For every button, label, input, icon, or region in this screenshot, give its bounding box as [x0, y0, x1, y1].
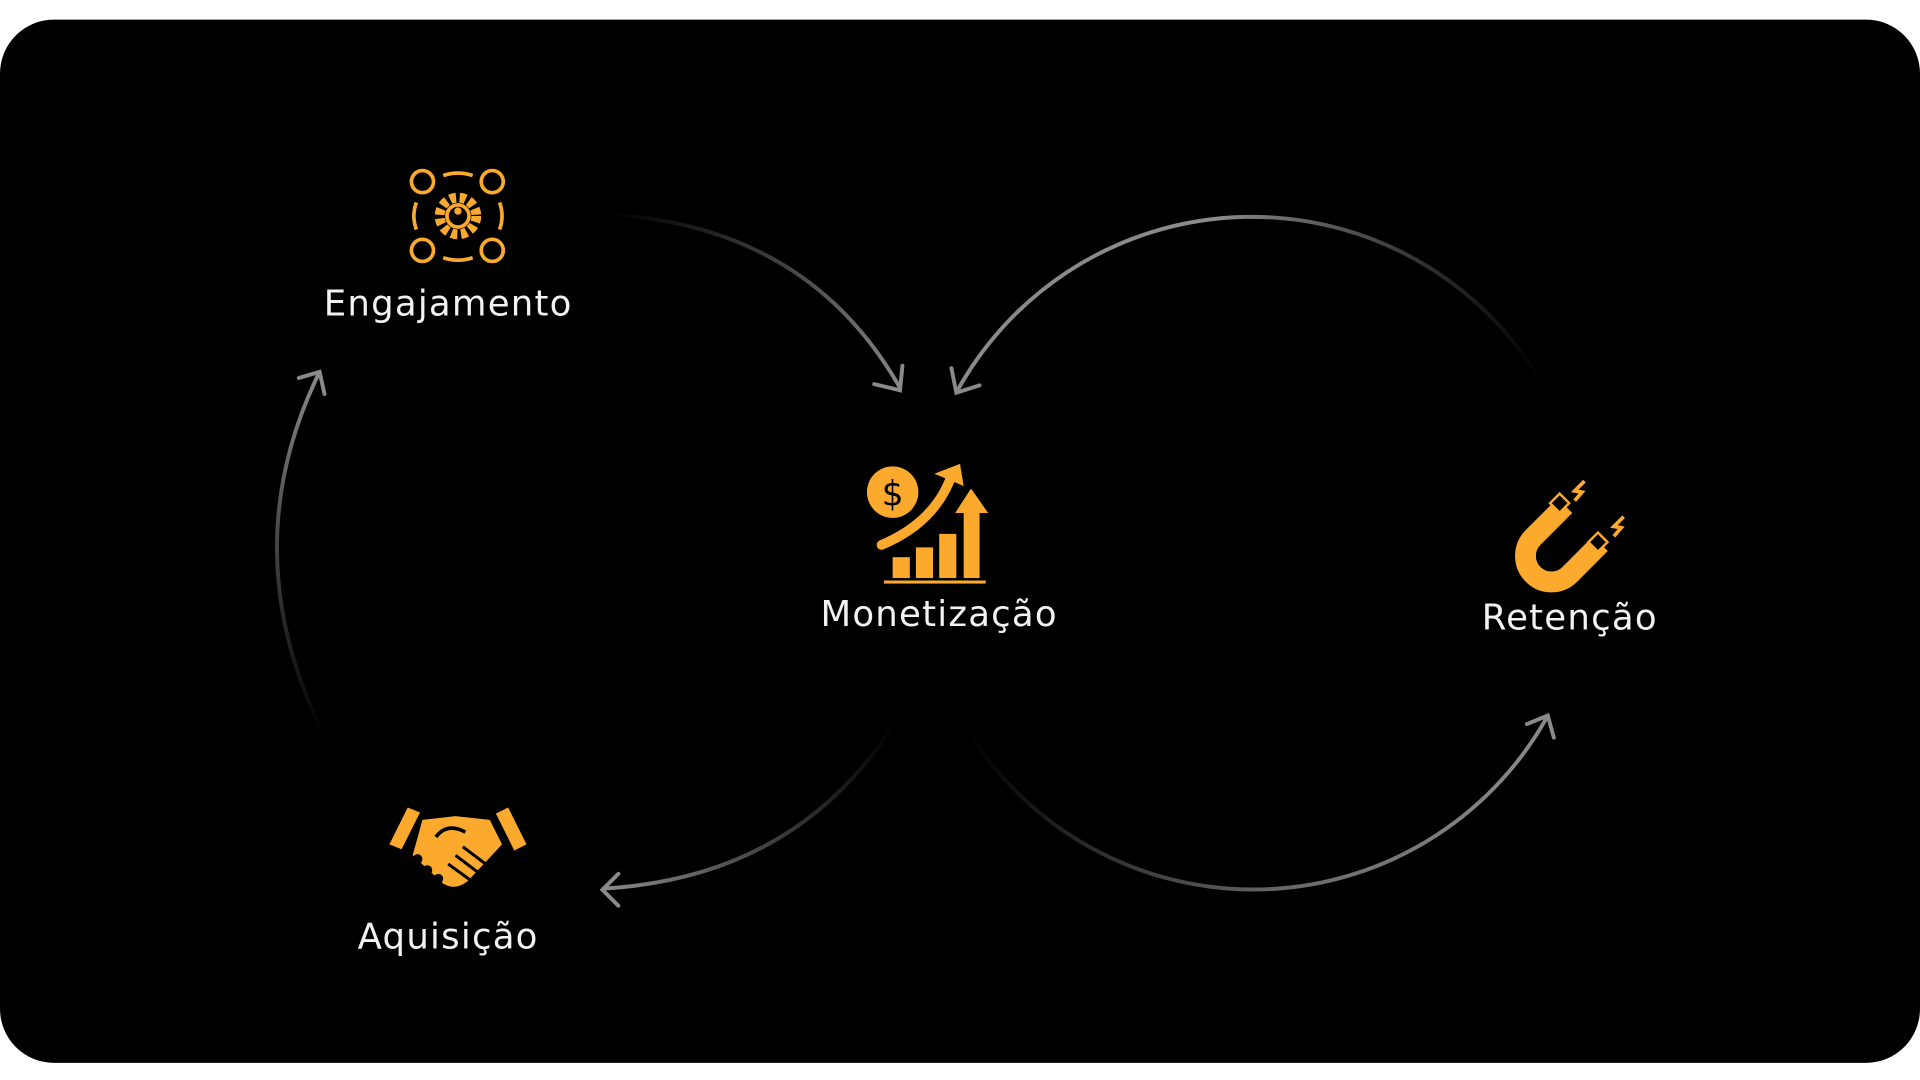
arrow-monetizacao-to-aquisicao — [599, 722, 896, 908]
svg-text:$: $ — [882, 475, 904, 515]
arrow-engajamento-to-monetizacao — [610, 212, 905, 393]
node-label-monetizacao: Monetização — [820, 594, 1057, 635]
arrow-aquisicao-to-engajamento — [275, 369, 327, 739]
node-label-aquisicao: Aquisição — [358, 917, 539, 958]
node-label-engajamento: Engajamento — [324, 283, 573, 324]
people-gear-cycle-icon — [409, 168, 506, 264]
magnet-icon — [1515, 479, 1625, 593]
handshake-icon — [389, 807, 527, 887]
diagram-canvas — [0, 19, 1920, 1063]
node-label-retencao: Retenção — [1482, 598, 1658, 639]
arrow-monetizacao-to-retencao — [965, 712, 1556, 892]
money-growth-chart-icon: $ — [866, 463, 989, 584]
arrow-retencao-to-monetizacao — [949, 214, 1543, 396]
